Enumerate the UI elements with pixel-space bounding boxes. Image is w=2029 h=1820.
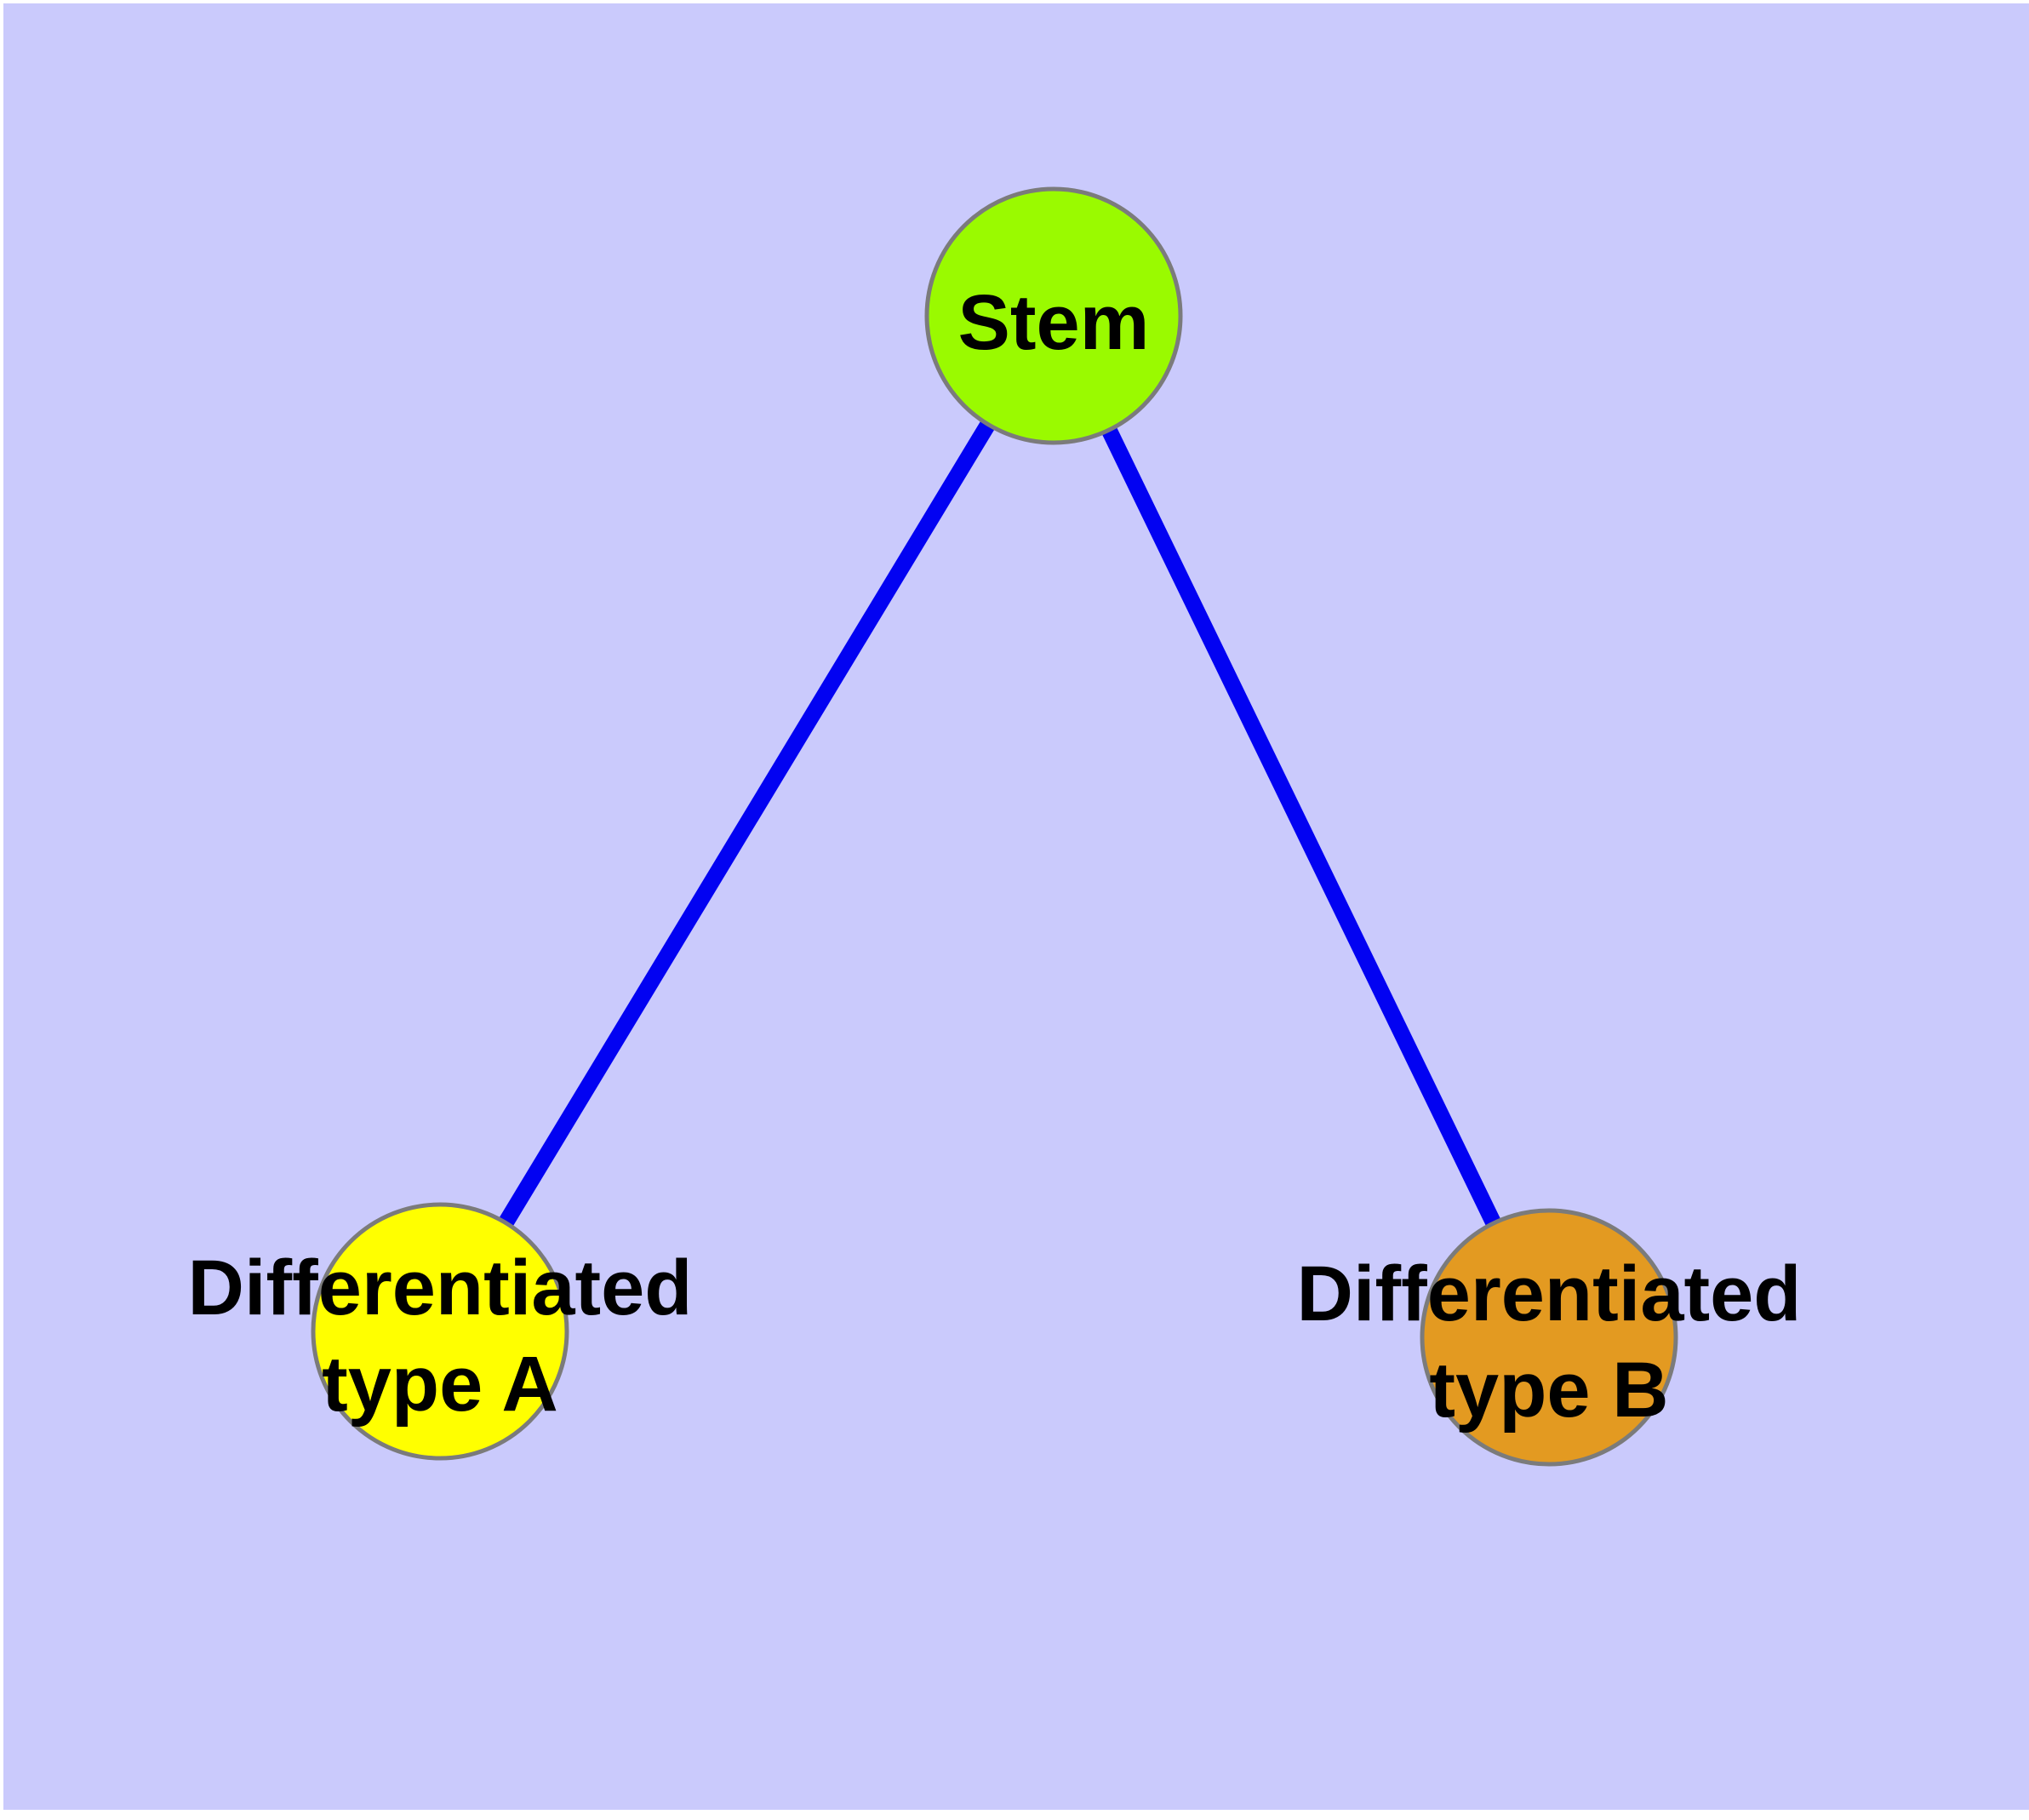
node-type-a-label-line1: Differentiated bbox=[188, 1245, 693, 1331]
node-differentiated-type-b: Differentiated type B bbox=[1297, 1208, 1802, 1467]
node-type-b-circle bbox=[1420, 1208, 1678, 1467]
node-type-b-label-line1: Differentiated bbox=[1297, 1251, 1802, 1337]
node-stem-label: Stem bbox=[958, 279, 1150, 366]
node-type-a-label-line2: type A bbox=[322, 1341, 558, 1428]
node-differentiated-type-a: Differentiated type A bbox=[188, 1202, 693, 1461]
node-type-b-label-line2: type B bbox=[1429, 1347, 1668, 1434]
edge-stem-to-type-b bbox=[1046, 312, 1557, 1342]
node-type-a-circle bbox=[311, 1202, 569, 1461]
edge-stem-to-type-a bbox=[432, 312, 1061, 1336]
node-stem: Stem bbox=[924, 186, 1183, 445]
node-stem-circle bbox=[924, 186, 1183, 445]
